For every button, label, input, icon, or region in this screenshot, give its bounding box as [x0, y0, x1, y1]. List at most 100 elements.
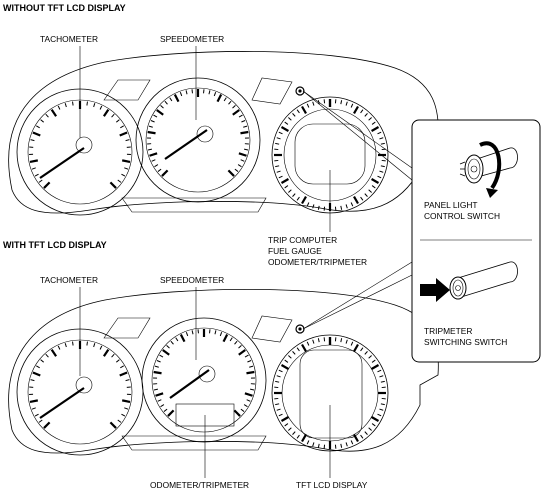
gauge-tick	[125, 139, 130, 142]
gauge-tick	[156, 360, 161, 363]
gauge-tick	[57, 105, 61, 110]
gauge-tick	[380, 380, 385, 383]
gauge-tick	[99, 105, 103, 110]
gauge-tick	[35, 125, 40, 129]
gauge-tick	[377, 131, 382, 135]
s2-tft-label: TFT LCD DISPLAY	[296, 480, 368, 490]
gauge-tick	[119, 131, 128, 137]
s2-speedometer	[141, 317, 267, 443]
gauge-tick	[360, 347, 364, 352]
gauge-tick	[40, 359, 44, 363]
gauge-tick	[86, 101, 88, 106]
gauge-tick	[371, 178, 380, 184]
gauge-tick	[156, 109, 164, 116]
gauge-tick	[240, 159, 245, 162]
gauge-tick	[280, 178, 289, 184]
gauge-tick	[280, 416, 289, 422]
gauge-tick	[350, 103, 354, 108]
gauge-tick	[170, 340, 174, 345]
gauge-tick	[32, 131, 41, 137]
s2-right-meter-ticks	[274, 337, 386, 449]
gauge-tick	[173, 94, 180, 103]
gauge-tick	[317, 443, 320, 448]
gauge-tick	[238, 345, 242, 349]
gauge-tick	[164, 100, 168, 105]
gauge-tick	[121, 173, 126, 177]
gauge-tick	[249, 388, 255, 391]
s2-tft-display	[299, 349, 363, 439]
gauge-tick	[124, 167, 129, 170]
gauge-tick	[102, 108, 110, 117]
gauge-tick	[120, 125, 125, 129]
gauge-tick	[340, 443, 343, 448]
gauge-tick	[147, 148, 153, 151]
gauge-tick	[364, 431, 368, 435]
gauge-tick	[111, 113, 115, 118]
gauge-tick	[243, 404, 248, 408]
gauge-tick	[380, 403, 385, 406]
gauge-tick	[380, 165, 385, 168]
gauge-tick	[368, 427, 372, 431]
gauge-tick	[30, 139, 35, 142]
gauge-tick	[312, 339, 315, 344]
gauge-tick	[120, 365, 125, 369]
gauge-tick	[179, 91, 183, 97]
gauge-tick	[40, 119, 44, 123]
gauge-tick	[125, 379, 130, 382]
s1-callout-line3: ODOMETER/TRIPMETER	[268, 257, 367, 267]
gauge-tick	[162, 349, 170, 356]
gauge-tick	[119, 371, 128, 377]
gauge-tick	[43, 181, 51, 189]
gauge-tick	[380, 142, 385, 145]
push-arrow-icon	[420, 278, 450, 302]
gauge-tick	[34, 413, 39, 417]
gauge-tick	[306, 103, 310, 108]
gauge-tick	[371, 364, 380, 370]
gauge-tick	[93, 103, 96, 108]
gauge-tick	[109, 421, 117, 429]
gauge-tick	[223, 97, 227, 102]
gauge-tick	[379, 170, 384, 173]
gauge-tick	[301, 343, 307, 352]
gauge-tick	[296, 347, 300, 352]
detail-callout-box	[411, 119, 541, 363]
gauge-tick	[379, 408, 384, 411]
gauge-tick	[153, 114, 158, 118]
gauge-tick	[278, 131, 283, 135]
gauge-tick	[157, 168, 162, 172]
gauge-tick	[153, 388, 159, 391]
gauge-tick	[377, 369, 382, 373]
gauge-tick	[50, 348, 58, 357]
gauge-tick	[155, 392, 164, 397]
gauge-tick	[229, 337, 233, 342]
s1-hood-left	[103, 79, 151, 101]
gauge-tick	[216, 94, 223, 103]
gauge-tick	[185, 90, 188, 95]
gauge-tick	[109, 181, 117, 189]
gauge-tick	[360, 434, 364, 439]
gauge-tick	[222, 334, 229, 343]
gauge-tick	[317, 205, 320, 210]
gauge-tick	[72, 101, 74, 106]
gauge-tick	[368, 355, 372, 359]
gauge-tick	[121, 413, 126, 417]
gauge-tick	[350, 202, 354, 207]
s1-speedometer-label: SPEEDOMETER	[160, 34, 224, 44]
gauge-tick	[102, 348, 110, 357]
gauge-tick	[167, 409, 175, 417]
panel-light-line1: PANEL LIGHT	[424, 200, 478, 210]
gauge-tick	[121, 399, 131, 404]
gauge-tick	[247, 360, 252, 363]
gauge-tick	[214, 330, 217, 335]
gauge-tick	[345, 101, 348, 106]
gauge-tick	[301, 196, 307, 205]
gauge-tick	[31, 167, 36, 170]
gauge-tick	[233, 409, 241, 417]
gauge-tick	[45, 353, 49, 358]
gauge-tick	[57, 345, 61, 350]
gauge-tick	[169, 97, 173, 102]
gauge-tick	[368, 117, 372, 121]
gauge-tick	[153, 370, 162, 375]
gauge-tick	[345, 204, 348, 209]
